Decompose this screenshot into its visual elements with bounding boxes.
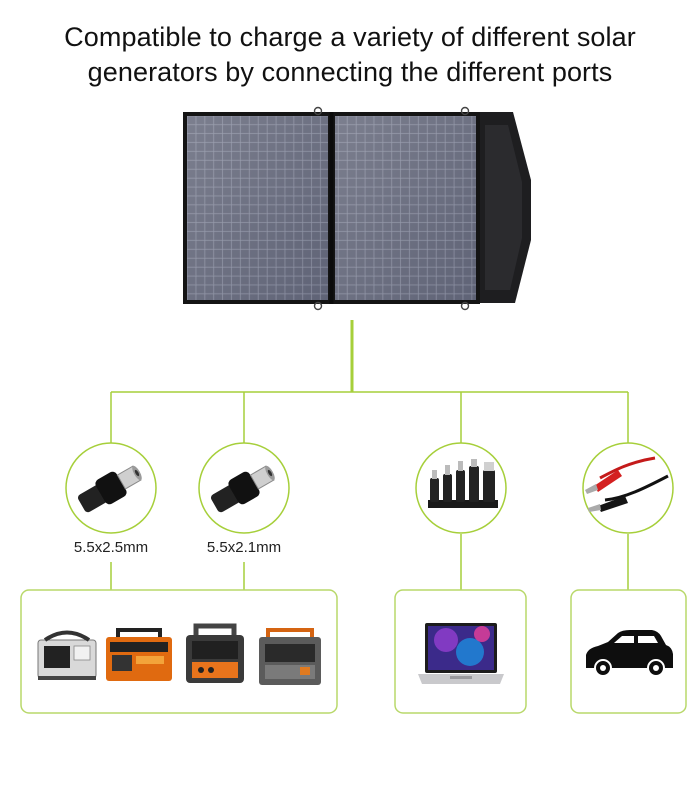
port-label-5.5x2.5mm: 5.5x2.5mm	[73, 539, 149, 556]
car-icon	[586, 630, 673, 677]
portable-generator-icon	[259, 628, 321, 685]
laptop-icon	[418, 623, 504, 684]
grommet-icon	[460, 106, 470, 116]
portable-generator-icon	[106, 628, 172, 681]
grommet-icon	[313, 106, 323, 116]
title-line-1: Compatible to charge a variety of differ…	[64, 22, 636, 52]
alligator-clip-icon	[585, 456, 669, 512]
solar-panel	[183, 106, 531, 311]
portable-generator-icon	[37, 630, 97, 680]
grommet-icon	[460, 301, 470, 311]
grommet-icon	[313, 301, 323, 311]
title-line-2: generators by connecting the different p…	[87, 57, 613, 87]
port-circles	[65, 442, 674, 534]
dc-barrel-plug-icon	[211, 465, 275, 513]
generators-box	[20, 589, 338, 714]
port-label-5.5x2.1mm: 5.5x2.1mm	[206, 539, 282, 556]
dc-barrel-plug-icon	[78, 465, 142, 513]
usb-connectors-icon	[428, 459, 498, 508]
connector-lines	[110, 320, 629, 590]
portable-generator-icon	[186, 623, 244, 683]
pouch-flap	[485, 125, 522, 290]
page-title: Compatible to charge a variety of differ…	[0, 20, 700, 90]
